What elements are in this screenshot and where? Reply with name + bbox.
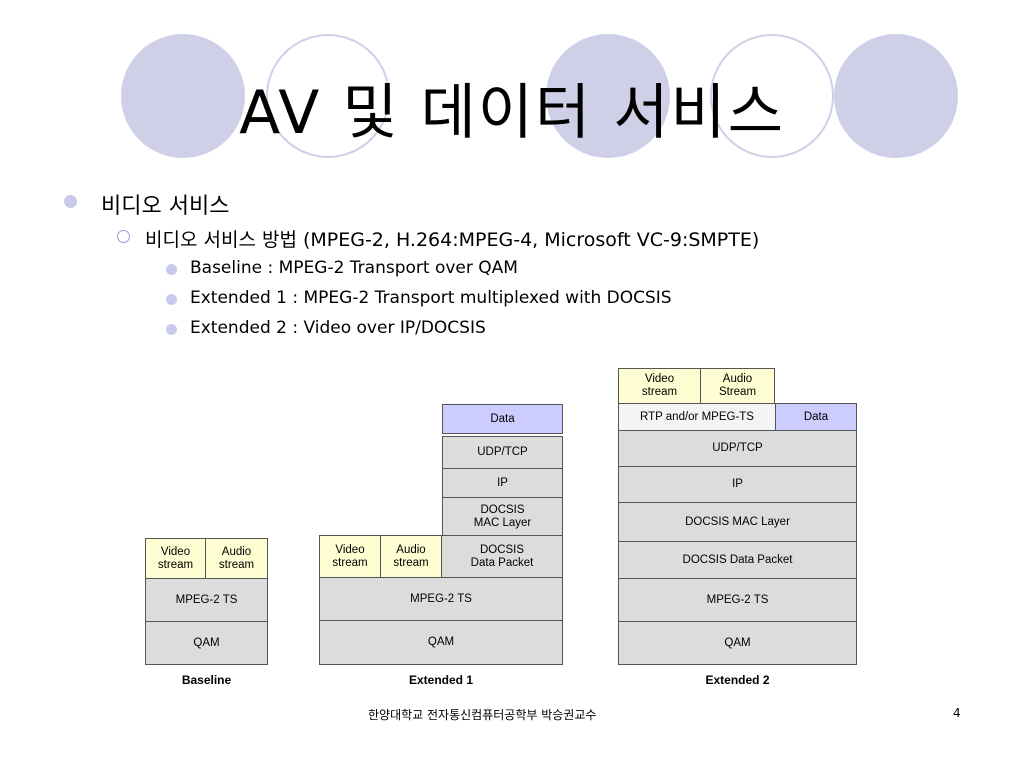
baseline-mpeg2-ts: MPEG-2 TS — [145, 578, 268, 622]
ext1-mpeg2-ts: MPEG-2 TS — [319, 577, 563, 621]
slide-title: AV 및 데이터 서비스 — [239, 78, 785, 148]
ext2-docsis-data-packet: DOCSIS Data Packet — [618, 541, 857, 579]
decor-circle-2 — [546, 34, 670, 158]
baseline-qam: QAM — [145, 621, 268, 665]
bullet-dot-icon — [64, 195, 77, 208]
ext1-docsis-mac: DOCSIS MAC Layer — [442, 497, 563, 536]
ext1-data: Data — [442, 404, 563, 434]
bullet-ring-icon — [117, 230, 130, 243]
page-number: 4 — [953, 706, 961, 720]
bullet-small-dot-icon — [166, 294, 177, 305]
baseline-audio-stream: Audio stream — [205, 538, 268, 579]
decor-circle-1 — [121, 34, 245, 158]
ext1-qam: QAM — [319, 620, 563, 665]
footer-text: 한양대학교 전자통신컴퓨터공학부 박승권교수 — [368, 708, 597, 722]
ext2-audio-stream: Audio Stream — [700, 368, 775, 404]
decor-ring-2 — [710, 34, 834, 158]
bullet-level3-baseline: Baseline : MPEG-2 Transport over QAM — [190, 258, 518, 278]
ext1-udp-tcp: UDP/TCP — [442, 436, 563, 469]
ext2-rtp-mpeg-ts: RTP and/or MPEG-TS — [618, 403, 776, 431]
baseline-caption: Baseline — [181, 673, 232, 687]
ext1-caption: Extended 1 — [408, 673, 474, 687]
ext1-audio-stream: Audio stream — [380, 535, 442, 578]
bullet-small-dot-icon — [166, 264, 177, 275]
bullet-small-dot-icon — [166, 324, 177, 335]
ext1-ip: IP — [442, 468, 563, 498]
bullet-level2: 비디오 서비스 방법 (MPEG-2, H.264:MPEG-4, Micros… — [145, 229, 760, 251]
bullet-level3-extended1: Extended 1 : MPEG-2 Transport multiplexe… — [190, 288, 672, 308]
baseline-video-stream: Video stream — [145, 538, 206, 579]
ext2-data: Data — [775, 403, 857, 431]
ext2-mpeg2-ts: MPEG-2 TS — [618, 578, 857, 622]
ext2-caption: Extended 2 — [705, 673, 770, 687]
ext1-docsis-data-packet: DOCSIS Data Packet — [441, 535, 563, 578]
ext2-video-stream: Video stream — [618, 368, 701, 404]
ext2-ip: IP — [618, 466, 857, 503]
bullet-level3-extended2: Extended 2 : Video over IP/DOCSIS — [190, 318, 486, 338]
decor-circle-3 — [834, 34, 958, 158]
ext2-docsis-mac: DOCSIS MAC Layer — [618, 502, 857, 542]
bullet-level1: 비디오 서비스 — [101, 194, 230, 219]
decor-ring-1 — [266, 34, 390, 158]
ext1-video-stream: Video stream — [319, 535, 381, 578]
ext2-udp-tcp: UDP/TCP — [618, 430, 857, 467]
ext2-qam: QAM — [618, 621, 857, 665]
